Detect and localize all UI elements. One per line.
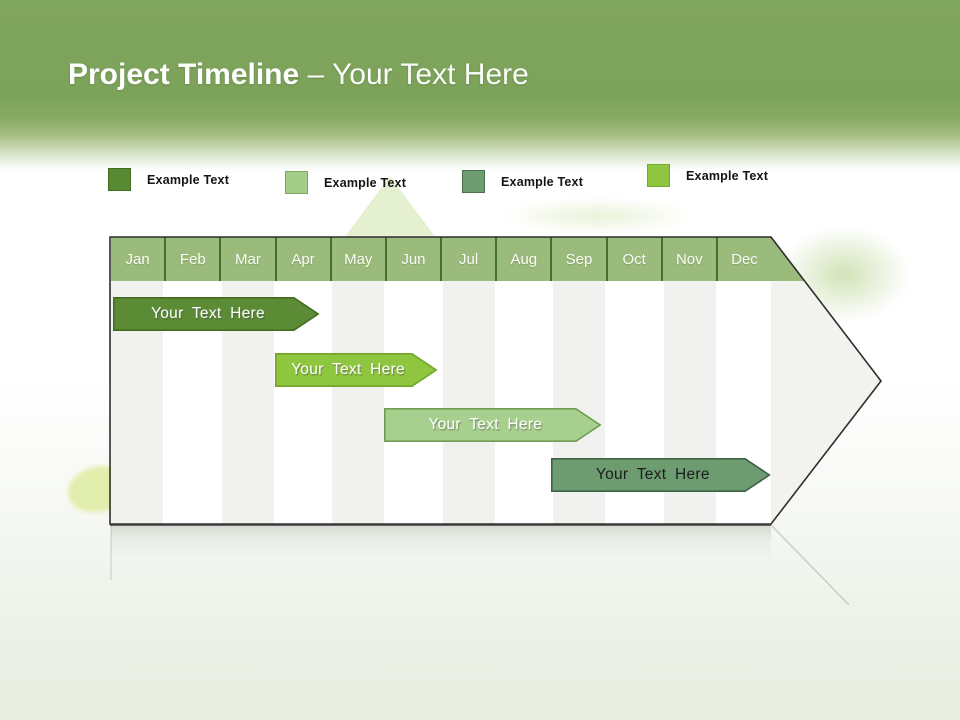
legend-label: Example Text xyxy=(501,174,584,189)
month-cell: Dec xyxy=(715,237,772,281)
month-cell: Jan xyxy=(111,237,165,281)
header-band: Project Timeline – Your Text Here xyxy=(0,0,960,170)
legend-swatch-icon xyxy=(285,171,308,194)
gantt-bar: Your Text Here xyxy=(274,353,438,388)
legend-swatch-icon xyxy=(108,168,131,191)
gantt-bar-label: Your Text Here xyxy=(291,361,405,378)
legend-item: Example Text xyxy=(462,170,583,193)
legend-swatch-icon xyxy=(647,164,670,187)
gantt-bar: Your Text Here xyxy=(112,297,320,332)
month-cell: Jun xyxy=(384,237,441,281)
legend-label: Example Text xyxy=(147,172,230,187)
gantt-bar: Your Text Here xyxy=(384,408,602,443)
body-column xyxy=(494,281,550,524)
gantt-bar-label: Your Text Here xyxy=(428,416,543,433)
gantt-bar: Your Text Here xyxy=(550,458,771,493)
legend-swatch-icon xyxy=(462,170,485,193)
month-cell: Aug xyxy=(495,237,551,281)
body-column xyxy=(329,281,385,524)
legend-item: Example Text xyxy=(285,171,406,194)
month-cell: Jul xyxy=(440,237,496,281)
page-title: Project Timeline – Your Text Here xyxy=(68,58,529,92)
title-main: Project Timeline xyxy=(68,58,300,91)
month-cell: Nov xyxy=(660,237,716,281)
legend-item: Example Text xyxy=(108,168,229,191)
legend-label: Example Text xyxy=(324,175,407,190)
month-cell: May xyxy=(329,237,385,281)
timeline-arrow-tip xyxy=(771,237,881,524)
month-cell: Feb xyxy=(164,237,220,281)
month-cell: Sep xyxy=(550,237,606,281)
gantt-bar-label: Your Text Here xyxy=(151,305,265,322)
body-column xyxy=(384,281,440,524)
legend-item: Example Text xyxy=(647,164,768,187)
leaf-decoration-icon xyxy=(468,192,728,240)
chart-reflection xyxy=(111,525,771,561)
month-cell: Apr xyxy=(274,237,330,281)
gantt-bar-label: Your Text Here xyxy=(595,466,710,483)
month-cell: Mar xyxy=(219,237,275,281)
title-suffix: – Your Text Here xyxy=(307,58,529,91)
body-column xyxy=(439,281,495,524)
month-cell: Oct xyxy=(605,237,661,281)
legend-label: Example Text xyxy=(686,168,769,183)
